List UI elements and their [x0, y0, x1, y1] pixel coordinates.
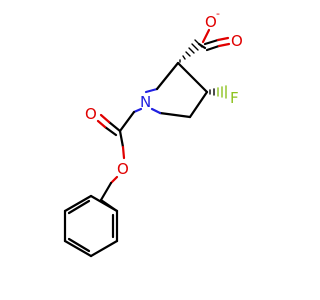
bond-c6-c1 — [89, 194, 119, 213]
atom-f: F — [230, 89, 239, 107]
bond-c5-n — [158, 111, 192, 119]
benzene-ring — [63, 194, 119, 258]
bond-c-o-double-b — [205, 44, 221, 52]
bond-c3-c4 — [63, 239, 93, 258]
molecule-diagram: O - O F N O O — [63, 7, 243, 258]
bond-c5-n-blue — [150, 107, 162, 115]
bond-n-c2-blue — [144, 87, 159, 94]
carboxylate-group: O - O — [197, 7, 243, 52]
bond-c3-c4-inner — [67, 237, 91, 253]
atom-o-carbonyl: O — [85, 105, 97, 123]
atom-o-ester: O — [117, 160, 129, 178]
atom-o-carboxylate-right: O — [231, 32, 243, 50]
carbamate-group: O O — [85, 105, 143, 202]
bond-c-o-carbonyl-b-red — [96, 119, 107, 129]
bond-n-c-carbamate-blue — [132, 107, 143, 114]
bond-c5-c6 — [63, 194, 93, 213]
bond-c-o-single — [201, 28, 211, 44]
bond-c-o-double-a — [203, 38, 220, 46]
pyrrolidine-ring — [144, 61, 209, 119]
hashed-wedge-c4-f — [209, 85, 227, 99]
structure-canvas: O - O F N O O — [63, 7, 243, 258]
bond-c-o-ester — [118, 129, 125, 149]
bond-c-o-ester-red — [121, 145, 126, 160]
bond-o-ch2 — [99, 181, 113, 202]
bond-o-ch2-red — [109, 175, 119, 185]
bond-c-o-carbonyl-b — [103, 125, 118, 137]
bond-c2-c3 — [89, 239, 119, 258]
bond-c-cooh-join — [197, 42, 207, 50]
atom-o-carboxylate-top: O — [205, 13, 217, 31]
bond-n-c2 — [155, 61, 180, 91]
bond-c-o-carbonyl-a — [107, 120, 122, 133]
bond-c-o-double-b-red — [217, 42, 231, 48]
charge-minus: - — [216, 7, 220, 20]
atom-n-ring: N — [140, 93, 151, 111]
bond-c5-c6-inner — [67, 199, 91, 215]
bond-c4-c5 — [188, 90, 209, 119]
bond-c3-c4 — [176, 61, 209, 94]
bond-n-c-carbamate — [118, 110, 136, 133]
bond-c-o-double-a-red — [216, 36, 230, 42]
bond-c-o-carbonyl-a-red — [99, 113, 111, 124]
